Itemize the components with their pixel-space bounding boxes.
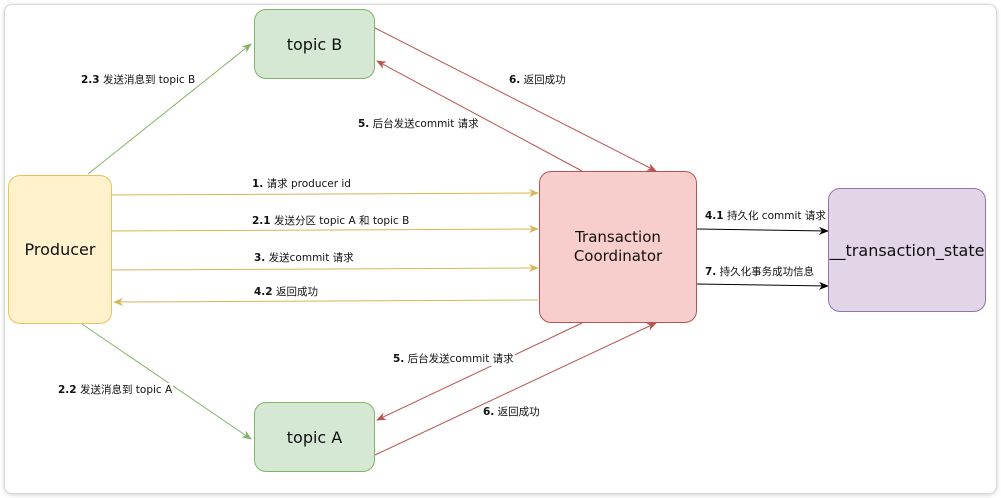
transaction-state-node[interactable]: __transaction_state xyxy=(828,188,986,312)
label-7: 7. 持久化事务成功信息 xyxy=(704,265,816,279)
label-6-top: 6. 返回成功 xyxy=(508,73,567,87)
edge-2-3-send-to-topic-b xyxy=(87,43,252,175)
edge-4-2-return-success xyxy=(113,297,539,306)
transaction-coordinator-node[interactable]: Transaction Coordinator xyxy=(539,171,697,323)
producer-label: Producer xyxy=(24,240,96,259)
label-6-bottom: 6. 返回成功 xyxy=(482,405,541,419)
edge-2-2-send-to-topic-a xyxy=(81,323,252,440)
edge-5-commit-to-topic-a xyxy=(376,322,583,421)
label-2-2: 2.2 发送消息到 topic A xyxy=(57,383,174,397)
label-2-3: 2.3 发送消息到 topic B xyxy=(80,73,197,87)
label-2-1: 2.1 发送分区 topic A 和 topic B xyxy=(251,214,411,228)
label-3: 3. 发送commit 请求 xyxy=(253,251,355,265)
edge-1-request-producer-id xyxy=(111,189,539,198)
edge-6-topic-b-return-success xyxy=(374,27,657,172)
transaction-coordinator-label: Transaction Coordinator xyxy=(573,228,663,265)
topic-a-label: topic A xyxy=(286,427,343,447)
edge-6-topic-a-return-success xyxy=(374,322,657,456)
topic-a-node[interactable]: topic A xyxy=(254,402,375,472)
edge-3-send-commit xyxy=(111,264,539,273)
topic-b-label: topic B xyxy=(286,34,343,54)
label-5-top: 5. 后台发送commit 请求 xyxy=(357,117,480,131)
label-4-2: 4.2 返回成功 xyxy=(253,285,319,299)
transaction-state-label: __transaction_state xyxy=(829,240,985,260)
producer-node[interactable]: Producer xyxy=(8,175,112,324)
label-4-1: 4.1 持久化 commit 请求 xyxy=(704,209,827,223)
topic-b-node[interactable]: topic B xyxy=(254,9,375,79)
label-1: 1. 请求 producer id xyxy=(251,177,352,191)
edge-4-1-persist-commit xyxy=(696,226,829,235)
edge-7-persist-tx-success xyxy=(696,281,829,290)
edge-2-1-send-partitions xyxy=(111,225,539,234)
edge-5-commit-to-topic-b xyxy=(376,60,583,172)
label-5-bottom: 5. 后台发送commit 请求 xyxy=(392,352,515,366)
